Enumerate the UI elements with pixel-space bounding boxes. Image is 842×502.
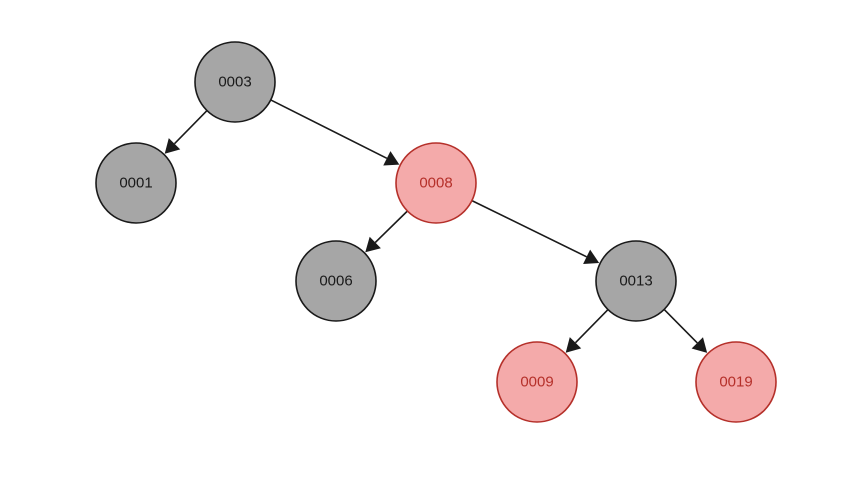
tree-node-0003[interactable]: 0003: [194, 41, 276, 123]
arrowhead-icon: [365, 236, 381, 253]
edge-n8-n13: [471, 199, 600, 264]
edge-n13-n9: [565, 309, 609, 353]
edge-line: [471, 199, 587, 258]
edge-n8-n6: [365, 210, 408, 253]
edge-n13-n19: [663, 308, 708, 353]
black-node-circle: [95, 142, 177, 224]
red-node-circle: [496, 341, 578, 423]
arrowhead-icon: [691, 337, 708, 353]
edge-line: [173, 110, 208, 145]
arrowhead-icon: [565, 337, 582, 353]
black-node-circle: [194, 41, 276, 123]
tree-node-0001[interactable]: 0001: [95, 142, 177, 224]
edge-n3-n8: [270, 99, 400, 166]
nodes-layer: 0003 0001 0008 0006 0013 0009 0019: [95, 41, 777, 423]
red-node-circle: [695, 341, 777, 423]
tree-node-0019[interactable]: 0019: [695, 341, 777, 423]
tree-node-0013[interactable]: 0013: [595, 240, 677, 322]
node-label: 0003: [218, 74, 251, 91]
edge-line: [574, 309, 609, 344]
node-label: 0013: [619, 273, 652, 290]
node-label: 0019: [719, 374, 752, 391]
tree-node-0009[interactable]: 0009: [496, 341, 578, 423]
arrowhead-icon: [583, 249, 600, 264]
arrowhead-icon: [164, 138, 181, 154]
edge-line: [374, 210, 408, 244]
red-node-circle: [395, 142, 477, 224]
node-label: 0009: [520, 374, 553, 391]
black-node-circle: [595, 240, 677, 322]
edges-layer: [164, 99, 708, 353]
node-label: 0008: [419, 175, 452, 192]
edge-n3-n1: [164, 110, 208, 154]
edge-line: [270, 99, 388, 160]
black-node-circle: [295, 240, 377, 322]
node-label: 0001: [119, 175, 152, 192]
node-label: 0006: [319, 273, 352, 290]
tree-node-0006[interactable]: 0006: [295, 240, 377, 322]
edge-line: [663, 308, 698, 344]
tree-node-0008[interactable]: 0008: [395, 142, 477, 224]
arrowhead-icon: [383, 151, 400, 166]
